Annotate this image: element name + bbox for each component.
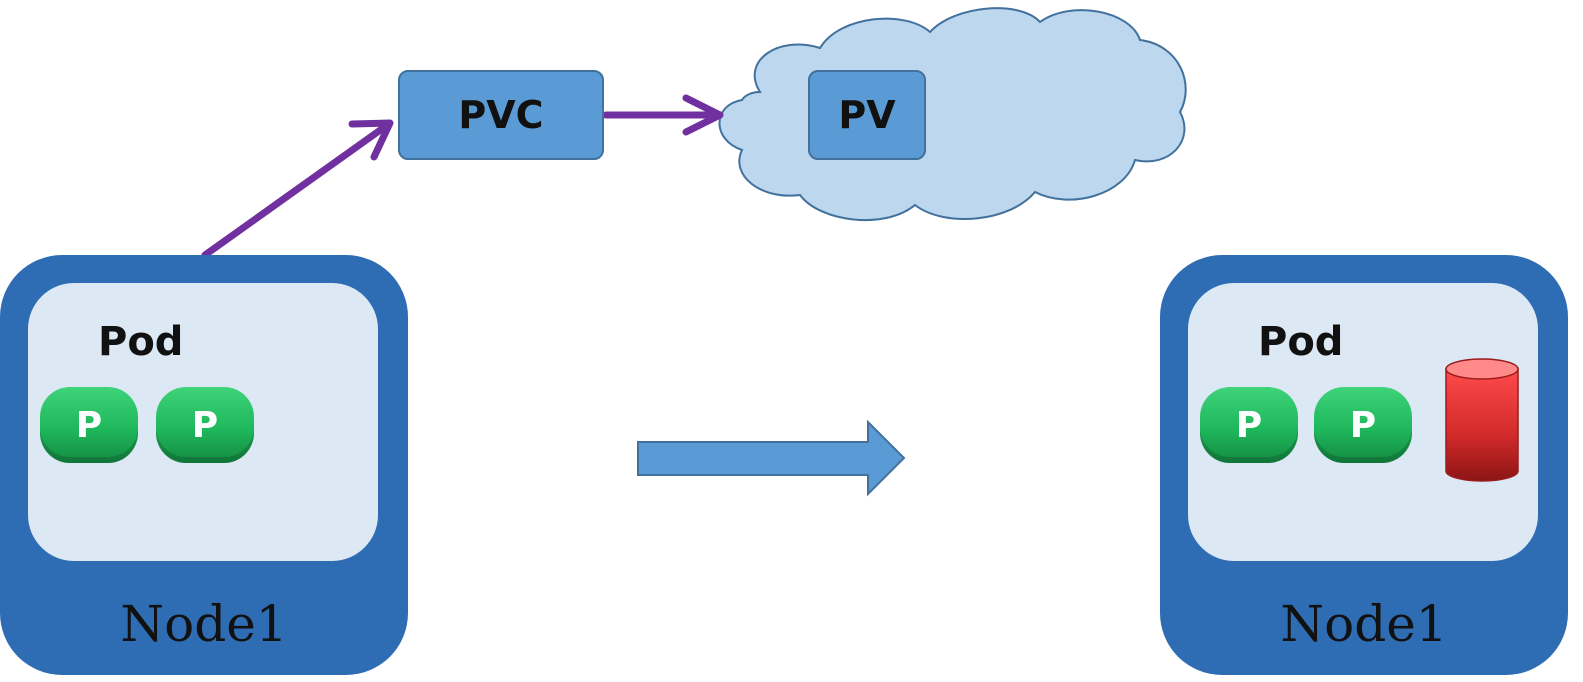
cloud-icon <box>718 7 1187 222</box>
right-node: Pod P P Node1 <box>1160 255 1568 675</box>
right-pod: Pod P P <box>1188 283 1538 561</box>
left-pod-label: Pod <box>98 319 184 365</box>
pv-label: PV <box>838 93 896 137</box>
pv-box: PV <box>808 70 926 160</box>
right-arrow-icon <box>637 419 906 497</box>
pvc-label: PVC <box>458 93 544 137</box>
left-container-2: P <box>156 387 254 463</box>
pvc-box: PVC <box>398 70 604 160</box>
pod-to-pvc-arrow <box>201 119 394 259</box>
right-node-label: Node1 <box>1280 595 1448 653</box>
storage-volume-icon <box>1445 358 1519 482</box>
left-pod: Pod P P <box>28 283 378 561</box>
left-node-label: Node1 <box>120 595 288 653</box>
pvc-to-pv-arrow <box>602 94 724 136</box>
right-container-2: P <box>1314 387 1412 463</box>
left-container-1: P <box>40 387 138 463</box>
right-pod-label: Pod <box>1258 319 1344 365</box>
left-node: Pod P P Node1 <box>0 255 408 675</box>
right-container-1: P <box>1200 387 1298 463</box>
